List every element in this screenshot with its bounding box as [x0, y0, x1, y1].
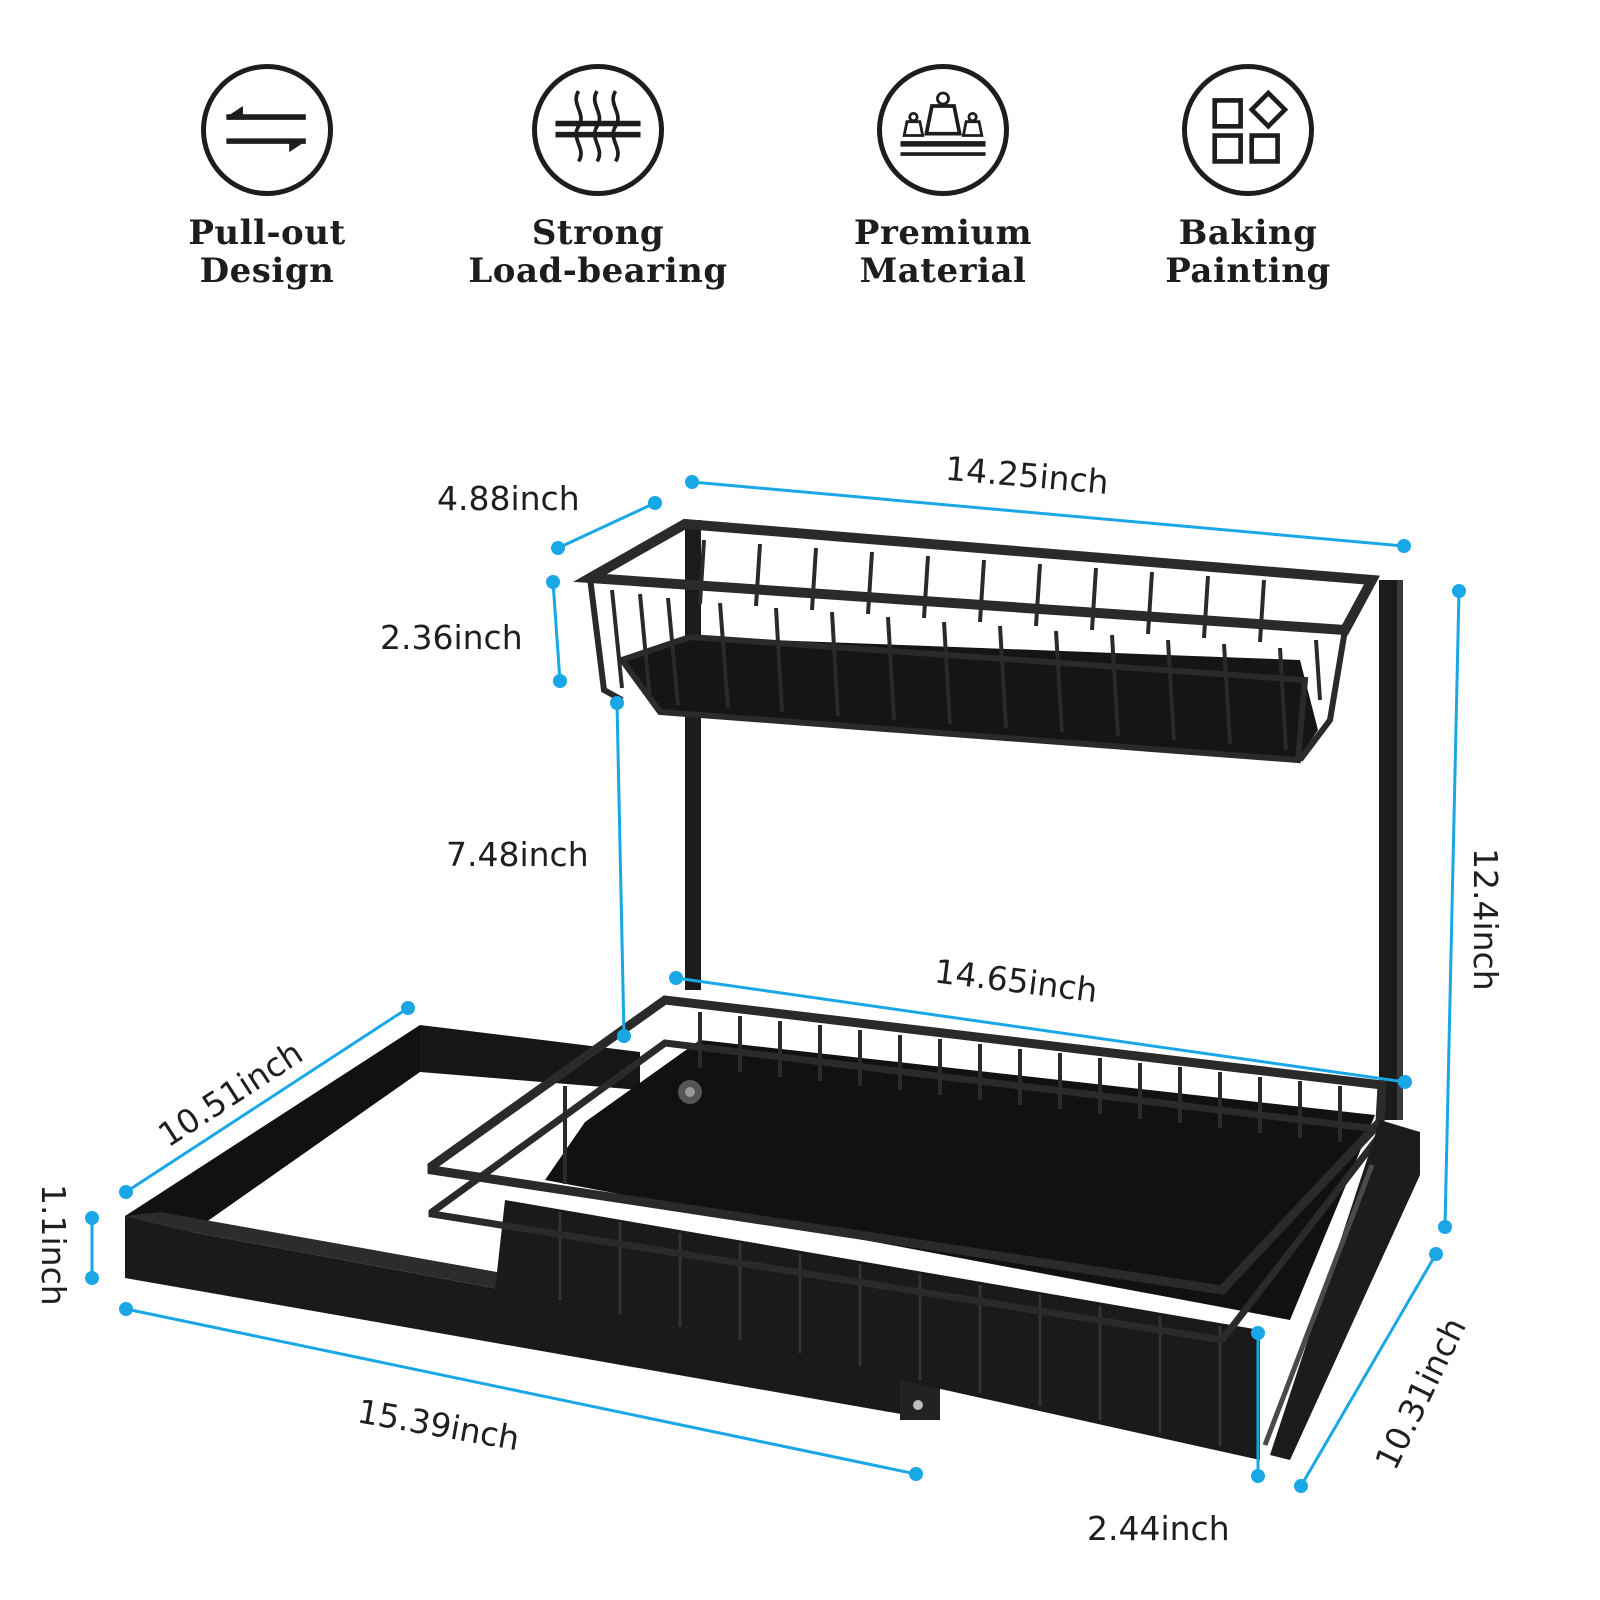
feature-label-line1: Strong [531, 213, 665, 253]
feature-label: Baking Painting [1118, 214, 1378, 290]
pull-out-arrows-icon [226, 105, 306, 153]
dim-label-top-depth: 4.88inch [437, 479, 580, 518]
feature-label: Pull-out Design [137, 214, 397, 290]
feature-icon-circle [1182, 64, 1314, 196]
shapes-grid-icon [1212, 89, 1289, 164]
dim-label-base-height: 1.1inch [34, 1184, 73, 1306]
feature-label-line2: Load-bearing [468, 251, 728, 291]
feature-premium-material: Premium Material [813, 64, 1073, 290]
dim-label-base-length: 15.39inch [355, 1391, 523, 1458]
shelf-rack-illustration [125, 518, 1420, 1460]
feature-label-line2: Material [859, 251, 1027, 291]
feature-strong-load-bearing: Strong Load-bearing [468, 64, 728, 290]
feature-pull-out-design: Pull-out Design [137, 64, 397, 290]
dim-label-basket-height: 2.36inch [380, 618, 523, 657]
feature-icon-circle [201, 64, 333, 196]
feature-label-line1: Pull-out [188, 213, 346, 253]
dim-label-bottom-width: 14.65inch [933, 951, 1100, 1010]
feature-label: Strong Load-bearing [468, 214, 728, 290]
dim-label-tier-gap: 7.48inch [446, 835, 589, 874]
feature-label-line2: Design [199, 251, 335, 291]
feature-label-line1: Premium [853, 213, 1033, 253]
dim-label-total-height: 12.4inch [1466, 848, 1505, 991]
dim-label-drawer-height: 2.44inch [1087, 1509, 1230, 1548]
feature-icon-circle [877, 64, 1009, 196]
load-bearing-shelf-icon [555, 90, 641, 163]
feature-label: Premium Material [813, 214, 1073, 290]
weights-on-shelf-icon [900, 91, 986, 156]
feature-label-line1: Baking [1178, 213, 1318, 253]
feature-label-line2: Painting [1165, 251, 1331, 291]
dim-label-drawer-depth: 10.31inch [1367, 1311, 1474, 1475]
feature-icon-circle [532, 64, 664, 196]
dimension-lines [85, 475, 1466, 1493]
feature-baking-painting: Baking Painting [1118, 64, 1378, 290]
dim-label-top-width: 14.25inch [944, 449, 1110, 502]
